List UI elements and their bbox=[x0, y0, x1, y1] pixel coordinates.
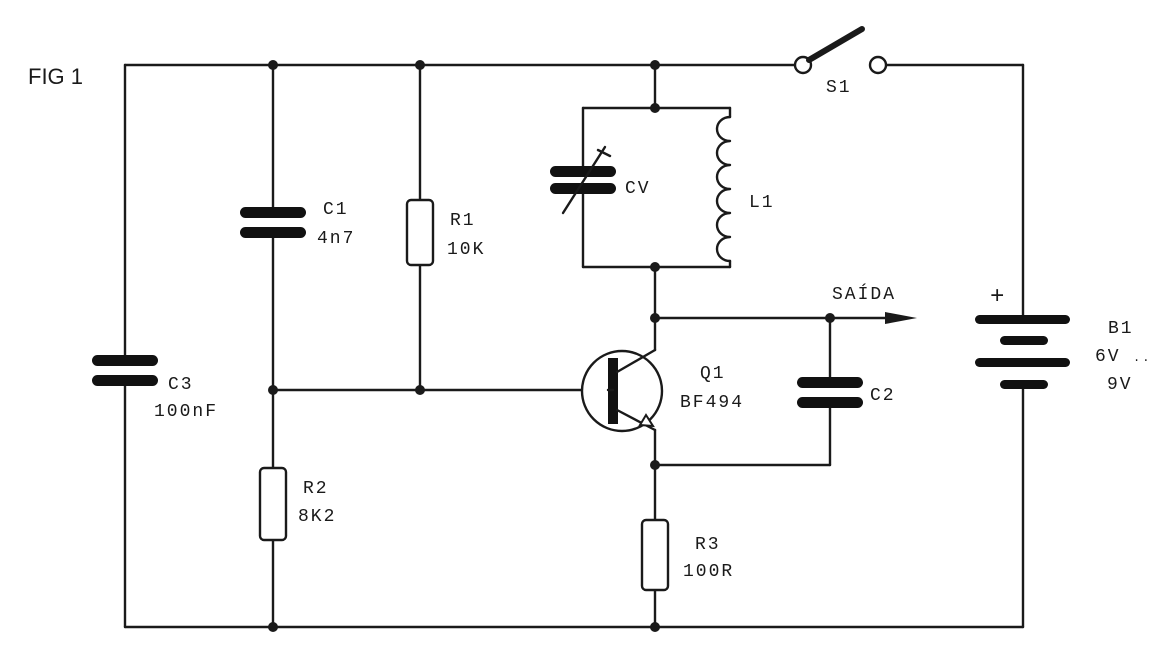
q1-name-label: Q1 bbox=[700, 364, 726, 384]
resistor-r2 bbox=[258, 466, 288, 542]
r3-value-label: 100R bbox=[683, 562, 734, 582]
capacitor-c1 bbox=[240, 207, 306, 238]
figure-label: FIG 1 bbox=[28, 64, 83, 89]
c1-name-label: C1 bbox=[323, 200, 349, 220]
b1-value-6v-label: 6V bbox=[1095, 347, 1121, 367]
c3-value-label: 100nF bbox=[154, 402, 218, 422]
battery-plus-label: + bbox=[990, 284, 1006, 311]
variable-capacitor-cv bbox=[550, 145, 616, 215]
b1-value-9v-label: 9V bbox=[1107, 375, 1133, 395]
resistor-r1 bbox=[405, 198, 435, 267]
q1-value-label: BF494 bbox=[680, 393, 744, 413]
c1-value-label: 4n7 bbox=[317, 229, 355, 249]
output-arrow-icon bbox=[885, 312, 917, 324]
battery-b1 bbox=[975, 315, 1070, 389]
r1-name-label: R1 bbox=[450, 211, 476, 231]
s1-name-label: S1 bbox=[826, 78, 852, 98]
r1-value-label: 10K bbox=[447, 240, 485, 260]
switch-s1 bbox=[793, 26, 888, 75]
capacitor-c3 bbox=[92, 355, 158, 386]
transistor-q1 bbox=[580, 348, 664, 433]
junction-dots bbox=[268, 60, 835, 632]
b1-separator-label: .. bbox=[1133, 351, 1151, 365]
output-label: SAÍDA bbox=[832, 283, 896, 305]
l1-name-label: L1 bbox=[749, 193, 775, 213]
c2-name-label: C2 bbox=[870, 386, 896, 406]
c3-name-label: C3 bbox=[168, 375, 194, 395]
capacitor-c2 bbox=[797, 377, 863, 408]
resistor-r3 bbox=[640, 518, 670, 592]
b1-name-label: B1 bbox=[1108, 319, 1134, 339]
r2-value-label: 8K2 bbox=[298, 507, 336, 527]
r2-name-label: R2 bbox=[303, 479, 329, 499]
cv-name-label: CV bbox=[625, 179, 651, 199]
wires bbox=[123, 63, 1025, 629]
r3-name-label: R3 bbox=[695, 535, 721, 555]
inductor-l1 bbox=[715, 106, 732, 269]
